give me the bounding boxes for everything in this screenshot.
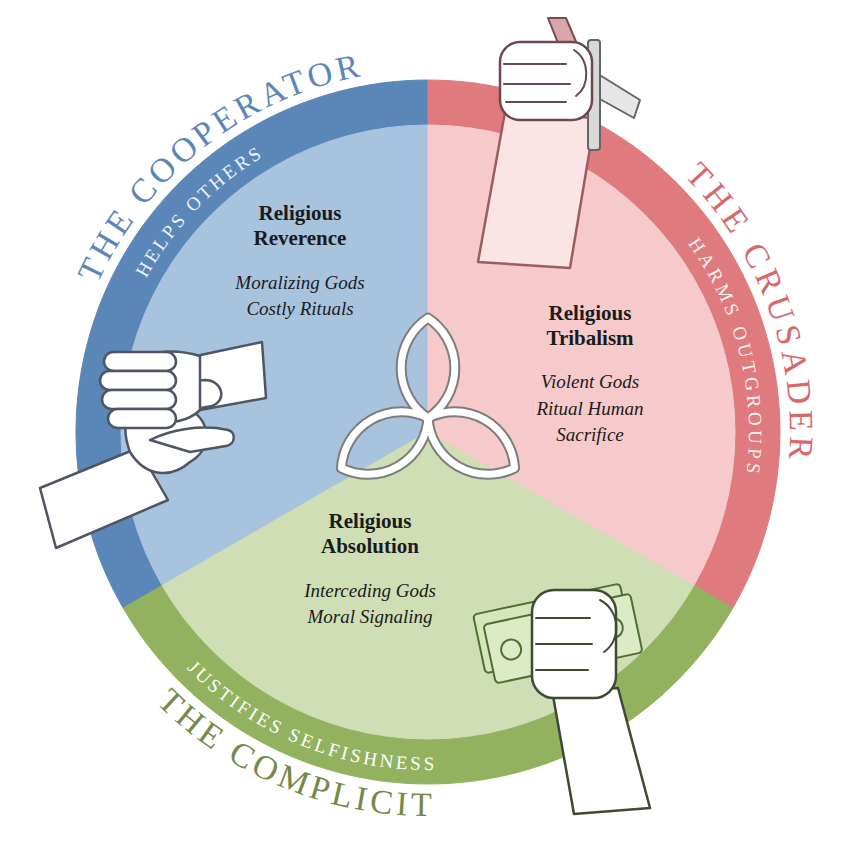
money-hand-icon	[473, 582, 650, 814]
text-block: Religious ReverenceMoralizing Gods Costl…	[218, 201, 383, 323]
forearm	[40, 448, 168, 548]
banknote	[483, 594, 642, 684]
band-fill	[76, 80, 428, 608]
finger-lines	[536, 618, 592, 670]
thumb	[600, 600, 616, 652]
band-label: HARMS OUTGROUPS	[684, 234, 766, 479]
triquetra-band	[401, 318, 455, 418]
sector-fill	[121, 125, 428, 586]
finger	[108, 409, 176, 428]
forearm	[196, 342, 266, 410]
dagger-handle	[548, 18, 588, 78]
triquetra-outline	[415, 395, 528, 491]
forearm	[478, 112, 595, 268]
sector-heading: Religious Reverence	[218, 201, 383, 251]
band-label: JUSTIFIES SELFISHNESS	[184, 657, 437, 774]
palm	[125, 380, 221, 473]
band-fill	[428, 80, 780, 608]
triquetra-symbol	[328, 318, 528, 491]
banknotes	[473, 582, 643, 685]
dagger-crossguard	[588, 40, 600, 150]
handshake-icon	[40, 342, 266, 548]
sector-body: Moralizing Gods Costly Rituals	[218, 270, 383, 323]
finger	[104, 352, 176, 371]
palm	[150, 352, 200, 423]
text-block: Religious TribalismViolent Gods Ritual H…	[520, 301, 660, 449]
triquetra-outline	[401, 318, 455, 418]
sector-fill	[428, 125, 735, 586]
sector-heading: Religious Absolution	[284, 509, 456, 559]
sector-body: Violent Gods Ritual Human Sacrifice	[520, 369, 660, 449]
dagger-blade	[598, 74, 640, 118]
triquetra-band	[328, 395, 441, 491]
banknote	[473, 584, 632, 674]
dagger-hand-icon	[478, 18, 640, 268]
sector-fill	[162, 432, 694, 739]
fist	[532, 590, 616, 698]
thumb	[150, 428, 234, 452]
triquetra-band	[415, 395, 528, 491]
sector-body: Interceding Gods Moral Signaling	[284, 578, 456, 631]
triquetra-outline	[328, 395, 441, 491]
band-label: HELPS OTHERS	[131, 141, 267, 280]
outer-title: THE COMPLICIT	[151, 681, 436, 823]
banknote-seal	[499, 638, 523, 662]
finger-lines	[504, 64, 570, 102]
sector-heading: Religious Tribalism	[520, 301, 660, 351]
outer-title: THE COOPERATOR	[70, 46, 366, 287]
finger	[100, 371, 176, 390]
outer-title: THE CRUSADER	[679, 155, 820, 465]
fist	[500, 42, 592, 120]
banknote-seal	[601, 616, 625, 640]
band-fill	[123, 586, 733, 784]
text-block: Religious AbsolutionInterceding Gods Mor…	[284, 509, 456, 631]
thumb	[574, 50, 586, 96]
finger	[102, 390, 176, 409]
forearm	[552, 688, 650, 814]
